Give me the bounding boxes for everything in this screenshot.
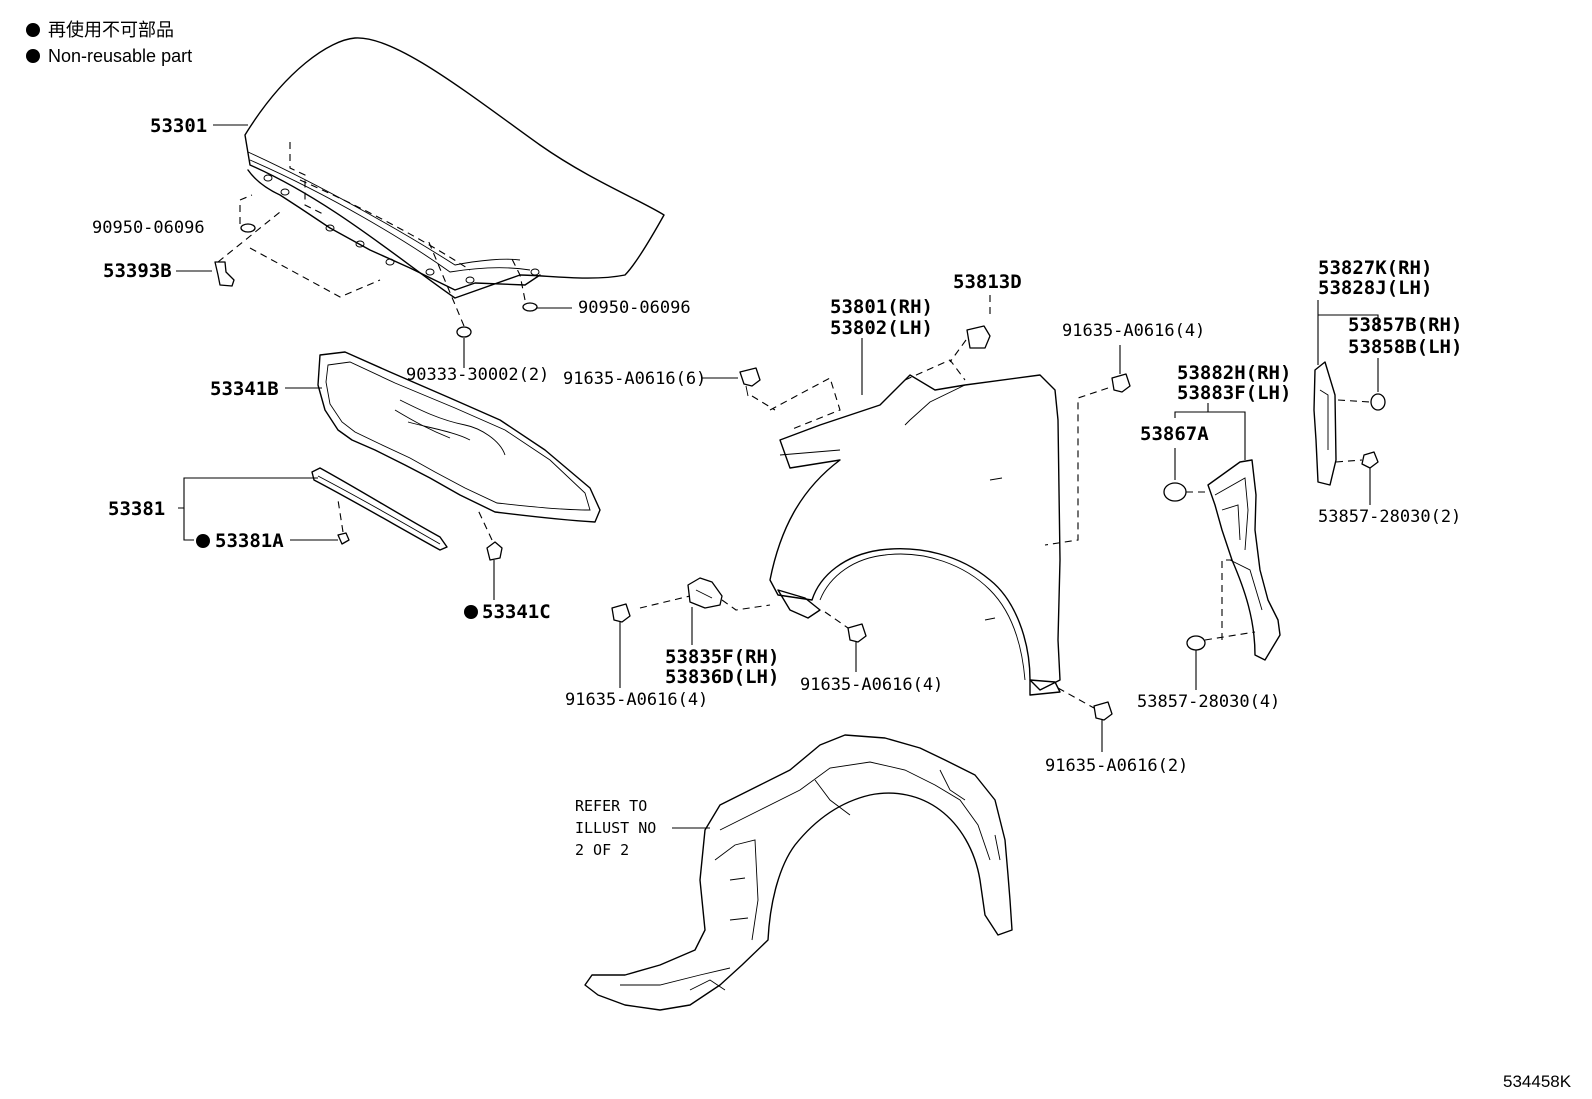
- label-liner-ref-line2: ILLUST NO: [575, 819, 656, 837]
- label-seal-clip-c: 53857-28030(4): [1137, 692, 1280, 712]
- illustration-code: 534458K: [1503, 1072, 1572, 1091]
- label-bolt-fender-lower: 91635-A0616(4): [800, 675, 943, 695]
- legend-japanese: 再使用不可部品: [48, 20, 174, 40]
- bolt-icon: [739, 367, 761, 387]
- label-fender-cap: 53813D: [953, 271, 1022, 293]
- bolt-icon: [611, 603, 631, 623]
- seal-clip-c-icon: [1186, 635, 1206, 651]
- protector-clip-rh-icon: [1370, 393, 1386, 411]
- label-protector-clip-lh: 53858B(LH): [1348, 336, 1462, 358]
- label-protector-lh: 53828J(LH): [1318, 277, 1432, 299]
- label-fender-rh: 53801(RH): [830, 296, 933, 318]
- label-insulator-retainer: 53341C: [482, 601, 551, 623]
- label-protector-clip: 53857-28030(2): [1318, 507, 1461, 527]
- label-bracket-rh: 53835F(RH): [665, 646, 779, 668]
- hood-panel: [244, 37, 665, 299]
- label-seal-lh: 53883F(LH): [1177, 382, 1291, 404]
- seal-clip-b-icon: [1163, 482, 1187, 502]
- label-bolt-fender-rear: 91635-A0616(4): [1062, 321, 1205, 341]
- non-reusable-marker-icon: [196, 534, 210, 548]
- label-clip-hood: 53393B: [103, 260, 172, 282]
- insulator-clip-icon: [456, 326, 472, 338]
- bolt-icon: [1111, 373, 1131, 393]
- label-seal-clip: 53381A: [215, 530, 284, 552]
- bolt-icon: [847, 623, 867, 643]
- hood-insulator: [317, 351, 601, 523]
- label-liner-ref-line3: 2 OF 2: [575, 841, 629, 859]
- legend-english: Non-reusable part: [48, 46, 192, 66]
- label-fender-lh: 53802(LH): [830, 317, 933, 339]
- fender-cap-icon: [966, 325, 991, 349]
- label-protector-rh: 53827K(RH): [1318, 257, 1432, 279]
- label-bracket-lh: 53836D(LH): [665, 666, 779, 688]
- non-reusable-marker-icon: [464, 605, 478, 619]
- insulator-retainer-icon: [486, 541, 503, 561]
- label-hood-insulator: 53341B: [210, 378, 279, 400]
- label-bolt-fender-bottom: 91635-A0616(2): [1045, 756, 1188, 776]
- legend: 再使用不可部品 Non-reusable part: [26, 20, 192, 66]
- label-grommet-right: 90950-06096: [578, 298, 691, 318]
- fender-bracket-icon: [687, 577, 723, 609]
- label-hood: 53301: [150, 115, 207, 137]
- hood-clip-icon: [214, 261, 235, 287]
- label-insulator-clip: 90333-30002(2): [406, 365, 549, 385]
- label-grommet-left: 90950-06096: [92, 218, 205, 238]
- non-reusable-marker-icon: [26, 23, 40, 37]
- hood-seal-strip: [311, 467, 448, 551]
- protector-clip-icon: [1361, 451, 1379, 469]
- label-bolt-bracket: 91635-A0616(4): [565, 690, 708, 710]
- grommet-right-icon: [522, 302, 538, 312]
- label-seal-clip-b: 53867A: [1140, 423, 1209, 445]
- label-protector-clip-rh: 53857B(RH): [1348, 314, 1462, 336]
- seal-clip-icon: [337, 532, 350, 545]
- label-seal: 53381: [108, 498, 165, 520]
- non-reusable-marker-icon: [26, 49, 40, 63]
- fender-protector: [1313, 361, 1337, 486]
- label-seal-rh: 53882H(RH): [1177, 362, 1291, 384]
- bolt-icon: [1093, 701, 1113, 721]
- label-bolt-fender-top: 91635-A0616(6): [563, 369, 706, 389]
- grommet-left-icon: [240, 223, 256, 233]
- label-liner-ref-line1: REFER TO: [575, 797, 647, 815]
- front-fender: [769, 374, 1061, 696]
- fender-liner: [584, 734, 1013, 1011]
- fender-seal-panel: [1207, 459, 1281, 661]
